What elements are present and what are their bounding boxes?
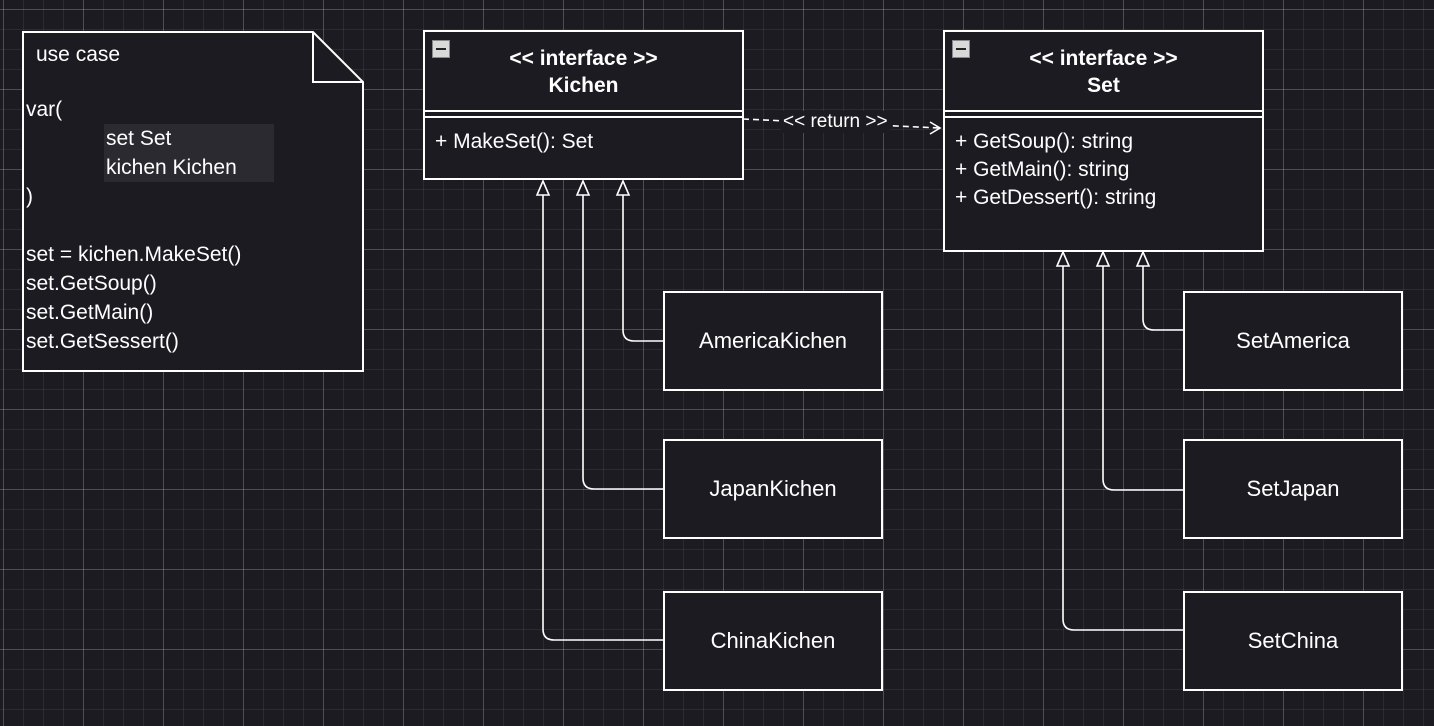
kichen-interface-class[interactable]: << interface >> Kichen + MakeSet(): Set: [423, 30, 744, 180]
inherit-arrowhead: [1095, 249, 1111, 267]
note-line: var(: [26, 98, 63, 121]
set-china-class[interactable]: SetChina: [1183, 591, 1403, 691]
note-line: ): [26, 185, 33, 208]
methods-section: + GetSoup(): string + GetMain(): string …: [945, 118, 1262, 212]
note-line: set = kichen.MakeSet(): [26, 243, 242, 266]
note-title: use case: [36, 43, 121, 66]
edge-return-arrowhead: [929, 121, 942, 135]
class-header: << interface >> Kichen: [425, 32, 742, 112]
method-item: + MakeSet(): Set: [435, 130, 594, 153]
note-line: kichen Kichen: [104, 153, 274, 182]
edge-china-kichen: [542, 195, 663, 641]
inherit-arrowhead: [575, 178, 591, 196]
note-line: set.GetSessert(): [26, 330, 179, 353]
edge-set-japan: [1102, 266, 1183, 491]
note-shape: [22, 31, 364, 372]
collapse-icon[interactable]: [952, 40, 970, 58]
method-item: + GetMain(): string: [955, 158, 1130, 181]
return-label: << return >>: [781, 111, 890, 133]
note-body: var( set Set kichen Kichen ) set = kiche…: [26, 95, 274, 356]
method-item: + GetDessert(): string: [955, 186, 1157, 209]
edge-set-china: [1062, 266, 1183, 631]
class-name: Kichen: [548, 74, 619, 97]
class-name: Set: [1087, 74, 1120, 97]
attributes-section: [945, 112, 1262, 118]
collapse-icon[interactable]: [432, 40, 450, 58]
note-line: set.GetSoup(): [26, 272, 157, 295]
set-america-class[interactable]: SetAmerica: [1183, 291, 1403, 391]
edge-america-kichen: [622, 195, 663, 342]
inherit-arrowhead: [535, 178, 551, 196]
inherit-arrowhead: [1055, 249, 1071, 267]
set-interface-class[interactable]: << interface >> Set + GetSoup(): string …: [943, 30, 1264, 252]
note-spacer: [26, 211, 274, 240]
japan-kichen-class[interactable]: JapanKichen: [663, 439, 883, 539]
methods-section: + MakeSet(): Set: [425, 118, 742, 156]
attributes-section: [425, 112, 742, 118]
class-stereotype: << interface >>: [1029, 47, 1178, 70]
america-kichen-class[interactable]: AmericaKichen: [663, 291, 883, 391]
class-stereotype: << interface >>: [509, 47, 658, 70]
note-line: set.GetMain(): [26, 301, 154, 324]
note-line: set Set: [104, 124, 274, 153]
set-japan-class[interactable]: SetJapan: [1183, 439, 1403, 539]
inherit-arrowhead: [1135, 249, 1151, 267]
china-kichen-class[interactable]: ChinaKichen: [663, 591, 883, 691]
class-header: << interface >> Set: [945, 32, 1262, 112]
inherit-arrowhead: [615, 178, 631, 196]
use-case-note[interactable]: use case var( set Set kichen Kichen ) se…: [22, 31, 364, 372]
method-item: + GetSoup(): string: [955, 130, 1133, 153]
edge-set-america: [1142, 266, 1183, 331]
edge-japan-kichen: [582, 195, 663, 490]
